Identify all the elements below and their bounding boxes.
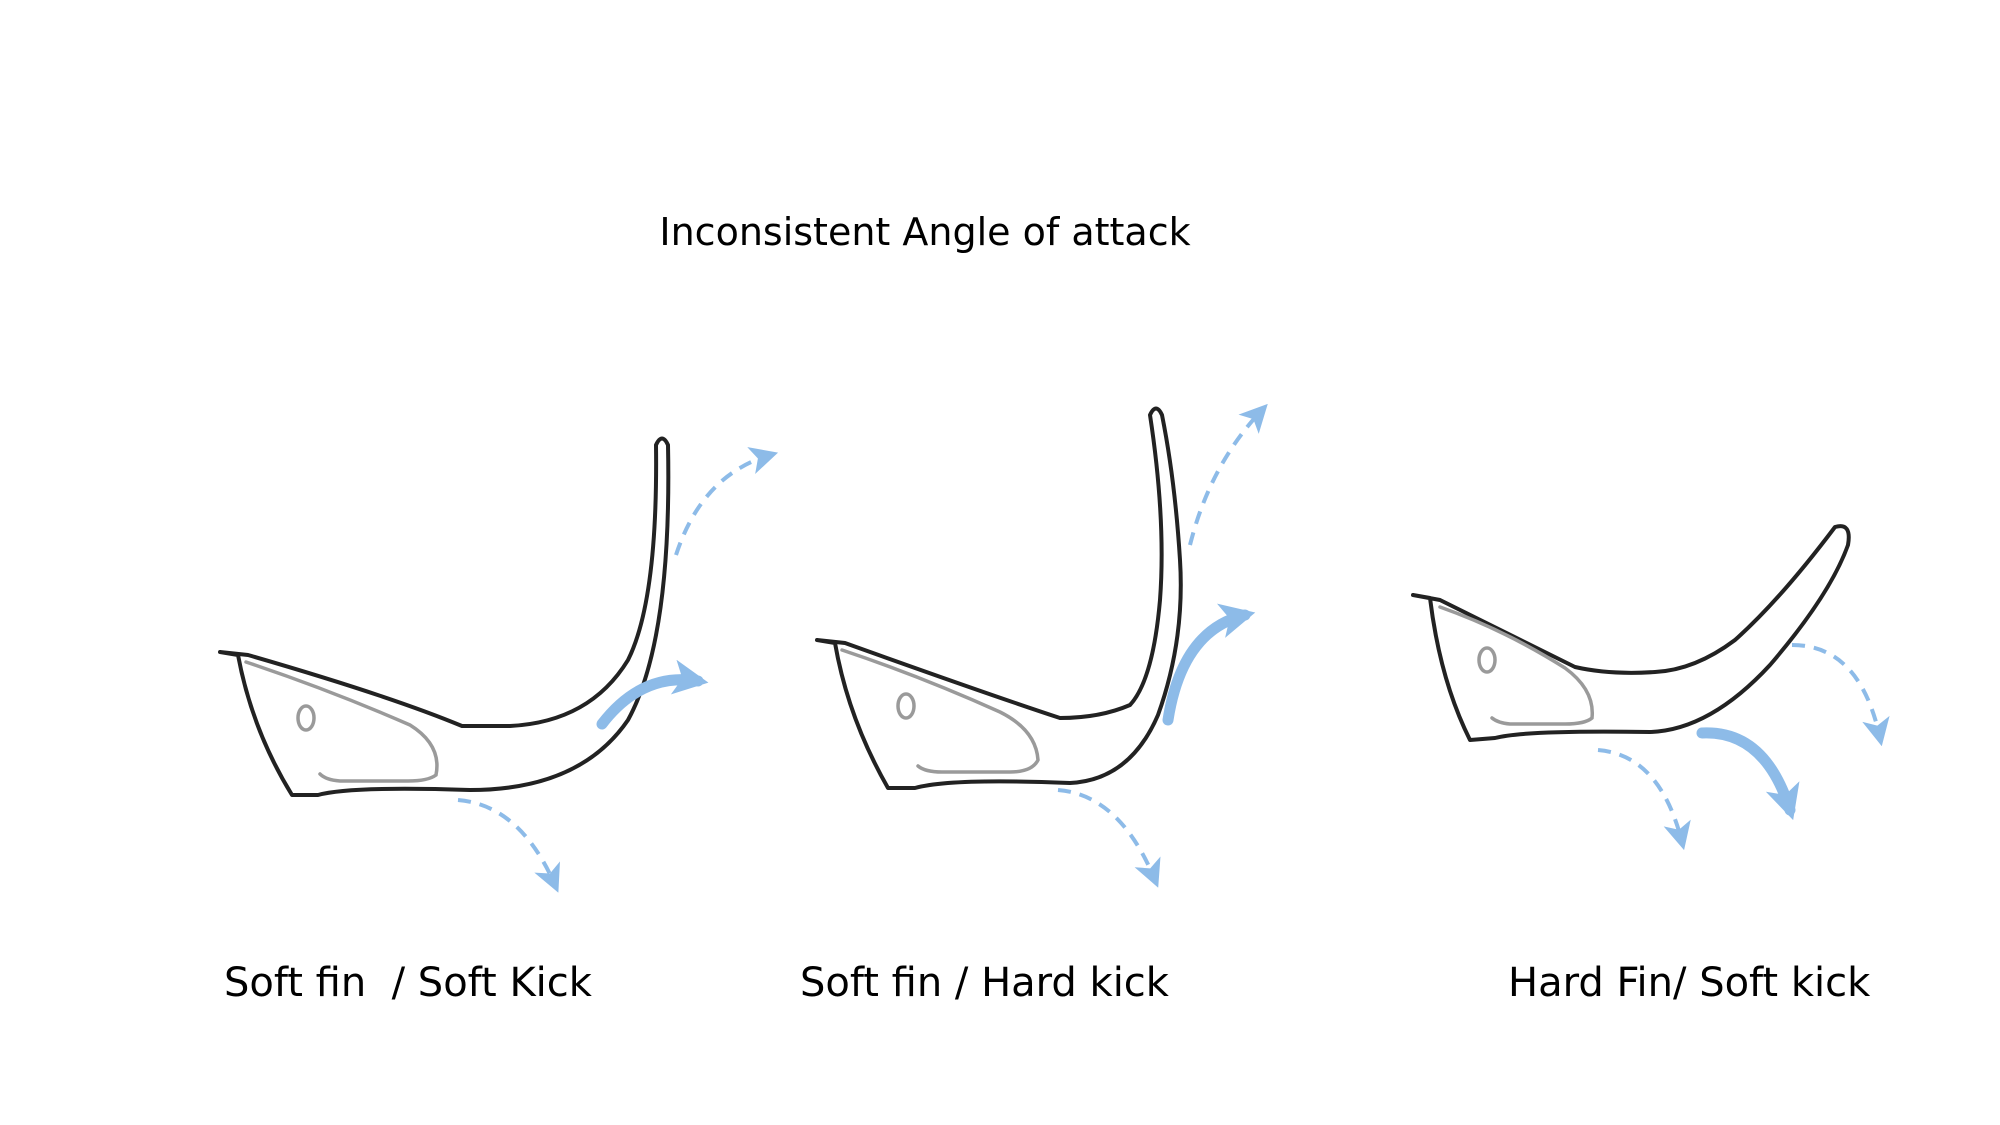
- fin-outline: [815, 406, 1183, 790]
- tip-dashed-arrow: [1791, 643, 1890, 747]
- foot-pocket-line: [840, 648, 1040, 774]
- upward-dashed-arrow: [1188, 403, 1268, 546]
- foot-pocket-line: [244, 660, 439, 783]
- thrust-solid-arrow: [1696, 727, 1800, 821]
- fin-outline: [1411, 524, 1851, 742]
- downward-dashed-arrow: [457, 798, 560, 893]
- strap-hole: [896, 692, 916, 720]
- fin-panel-2: [815, 403, 1268, 888]
- thrust-solid-arrow: [1162, 603, 1256, 726]
- strap-hole: [296, 704, 316, 732]
- panel-caption-1: Soft fin / Soft Kick: [224, 960, 592, 1006]
- upward-dashed-arrow: [674, 447, 779, 556]
- thrust-solid-arrow: [596, 659, 709, 730]
- downward-dashed-arrow: [1057, 788, 1161, 888]
- downward-dashed-arrow: [1597, 748, 1691, 851]
- fin-panel-1: [218, 436, 779, 893]
- diagram-title: Inconsistent Angle of attack: [659, 210, 1191, 254]
- panel-caption-3: Hard Fin/ Soft kick: [1508, 960, 1871, 1006]
- foot-pocket-line: [1438, 605, 1594, 726]
- fin-panel-3: [1411, 524, 1890, 851]
- fin-outline: [218, 436, 671, 797]
- strap-hole: [1477, 646, 1497, 674]
- panel-caption-2: Soft fin / Hard kick: [800, 960, 1169, 1006]
